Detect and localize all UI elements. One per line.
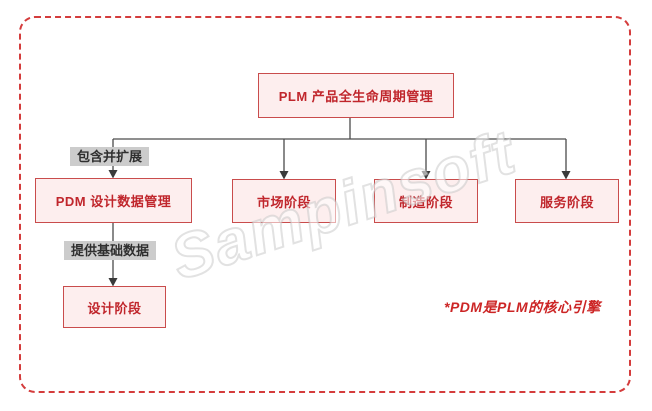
node-market-phase-label: 市场阶段 [256, 194, 311, 210]
arrowhead-service [561, 171, 571, 180]
node-service-phase: 服务阶段 [515, 179, 619, 223]
node-plm-root-label: PLM 产品全生命周期管理 [278, 89, 434, 104]
node-service-phase-label: 服务阶段 [539, 194, 594, 210]
node-market-phase: 市场阶段 [232, 179, 336, 223]
node-design-phase-label: 设计阶段 [87, 300, 142, 316]
node-manufacture-phase: 制造阶段 [374, 179, 478, 223]
dashed-border-frame [19, 16, 631, 393]
footnote-pdm-core-engine: *PDM是PLM的核心引擎 [444, 299, 601, 315]
arrowhead-design [108, 278, 118, 287]
node-plm-root: PLM 产品全生命周期管理 [258, 73, 454, 118]
edge-label-include-extend: 包含并扩展 [70, 147, 150, 166]
node-manufacture-phase-label: 制造阶段 [398, 194, 453, 210]
arrowhead-manufacture [421, 171, 431, 180]
arrowhead-pdm [108, 170, 118, 179]
edge-label-provide-base-data: 提供基础数据 [64, 241, 157, 260]
node-pdm: PDM 设计数据管理 [35, 178, 192, 223]
arrowhead-market [279, 171, 289, 180]
node-pdm-label: PDM 设计数据管理 [55, 194, 172, 209]
node-design-phase: 设计阶段 [63, 286, 166, 328]
